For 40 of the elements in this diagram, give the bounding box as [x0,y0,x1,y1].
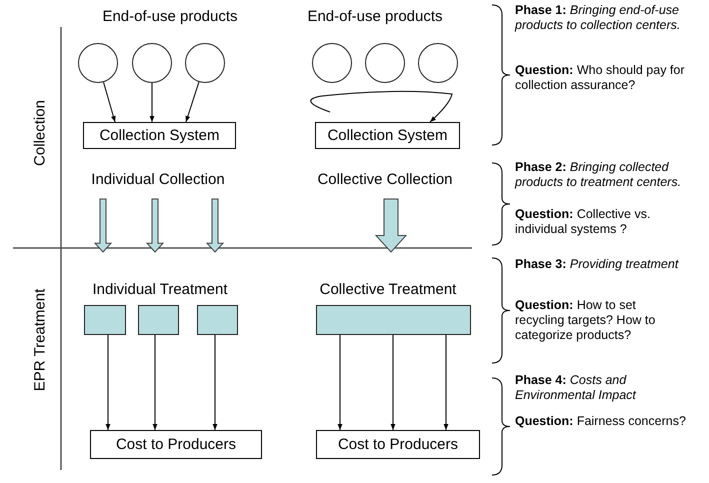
question-text: Question: Collective vs. individual systems ? [515,207,652,237]
treatment-box [84,305,126,335]
process-box: Collection System [83,122,236,149]
column-subtitle: Individual Treatment [92,281,228,298]
arrow [444,334,448,430]
process-box: Collection System [315,122,460,149]
product-circle [185,43,225,83]
phase-label: EPR Treatment [32,288,48,392]
arrow [106,334,110,430]
arrow [338,334,342,430]
arrow [310,90,452,122]
arrow [152,334,158,430]
process-box: Cost to Producers [90,430,262,459]
process-box: Cost to Producers [316,430,480,459]
phase-description: Phase 2: Bringing collected products to treatment centers. [515,160,682,190]
column-title: End-of-use products [307,8,443,25]
product-circle [312,43,352,83]
question-text: Question: Fairness concerns? [515,414,687,429]
arrow [212,334,218,430]
treatment-box [138,305,179,335]
question-text: Question: How to set recycling targets? How to categorize products? [515,298,656,343]
product-circle [365,43,405,83]
phase-description: Phase 3: Providing treatment [515,257,680,272]
column-subtitle: Collective Treatment [320,281,456,298]
phase-description: Phase 1: Bringing end-of-use products to collection centers. [515,3,682,33]
treatment-box [316,305,471,335]
column-subtitle: Collective Collection [317,171,453,188]
product-circle [78,43,118,83]
arrow [186,82,200,122]
phase-label: Collection [32,100,48,166]
product-circle [132,43,172,83]
question-text: Question: Who should pay for collection assurance? [515,63,686,93]
arrow [390,334,396,430]
arrow [150,82,154,122]
phase-description: Phase 4: Costs and Environmental Impact [515,373,638,403]
column-subtitle: Individual Collection [91,171,225,188]
treatment-box [197,305,238,335]
arrow [103,82,116,122]
product-circle [418,43,458,83]
column-title: End-of-use products [102,8,238,25]
